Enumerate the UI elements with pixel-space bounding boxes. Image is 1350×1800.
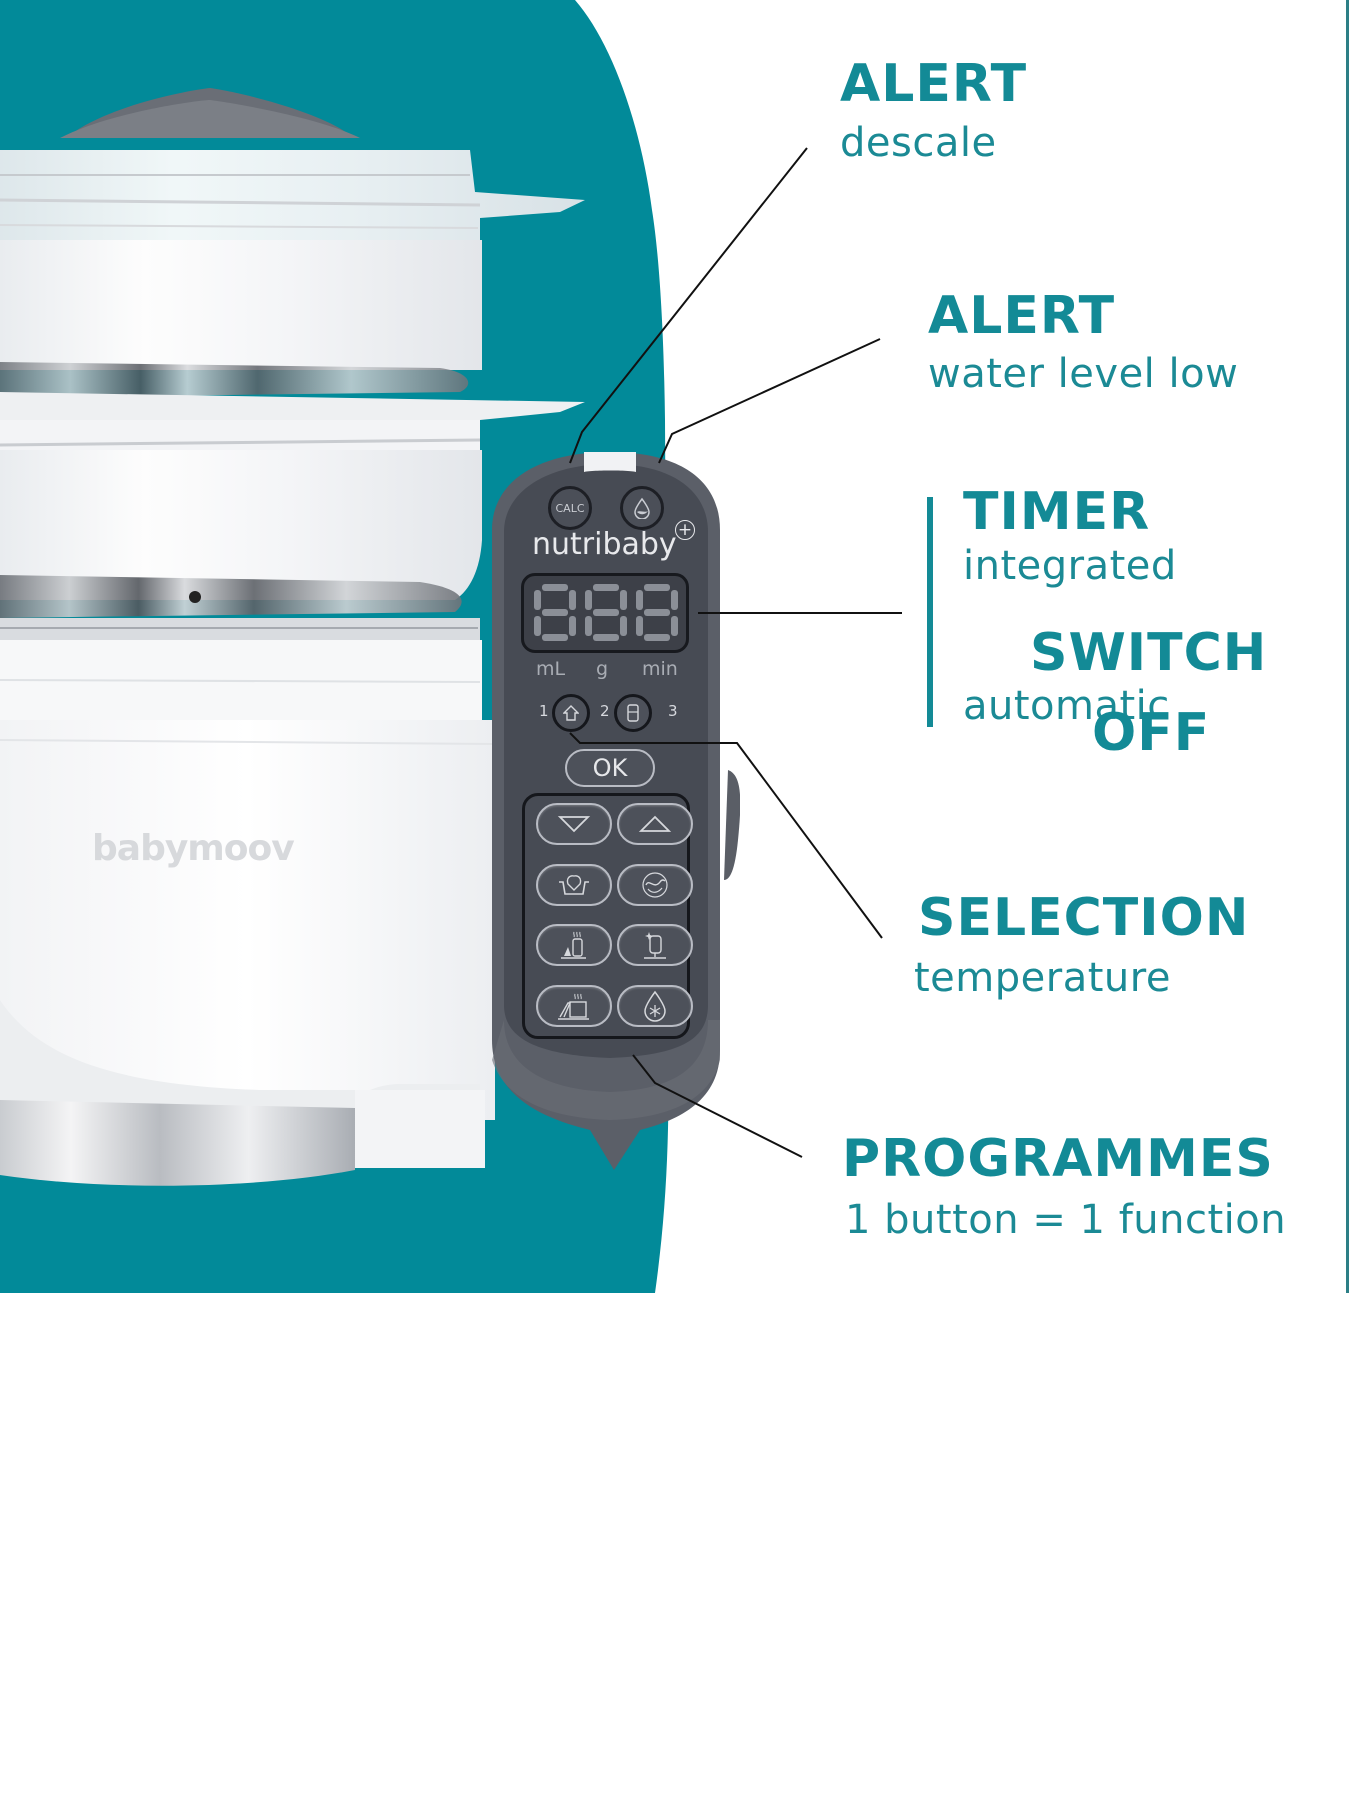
selection-subtitle: temperature <box>914 955 1171 1001</box>
up-button[interactable] <box>617 803 693 845</box>
speed-2: 2 <box>600 702 610 720</box>
timer-subtitle: integrated <box>963 543 1177 589</box>
water-level-button[interactable] <box>620 486 664 530</box>
switch-off-title-line2: OFF <box>1092 703 1211 763</box>
sterilize-bottle-icon <box>644 932 666 959</box>
timer-title: TIMER <box>963 482 1151 542</box>
down-button[interactable] <box>536 803 612 845</box>
blend-swirl-icon <box>642 872 668 898</box>
steamer-blender-illustration <box>0 88 585 1186</box>
triangle-down-icon <box>557 816 591 833</box>
calc-label: CALC <box>555 501 585 515</box>
steam-button[interactable] <box>536 864 612 906</box>
fridge-icon <box>627 704 639 722</box>
leader-lines <box>569 147 902 1158</box>
fridge-mode-button[interactable] <box>614 694 652 732</box>
alert-descale-title: ALERT <box>840 54 1028 114</box>
unit-g: g <box>596 658 609 680</box>
triangle-up-icon <box>638 815 672 832</box>
alert-descale-subtitle: descale <box>840 120 997 166</box>
switch-off-subtitle: automatic <box>963 683 1170 729</box>
ok-button[interactable]: OK <box>565 749 655 787</box>
selection-title: SELECTION <box>918 888 1250 948</box>
timer-accent-bar <box>927 497 933 727</box>
speed-3: 3 <box>668 702 678 720</box>
switch-off-title-line1: SWITCH <box>1030 623 1268 683</box>
leader-alert-descale <box>569 147 808 464</box>
home-mode-button[interactable] <box>552 694 590 732</box>
programmes-subtitle: 1 button = 1 function <box>845 1197 1287 1243</box>
bottle-warm-icon <box>561 931 586 959</box>
reheat-icon <box>558 993 589 1020</box>
alert-water-subtitle: water level low <box>928 351 1239 397</box>
unit-min: min <box>642 658 678 680</box>
blend-button[interactable] <box>617 864 693 906</box>
leader-selection <box>569 732 883 939</box>
speed-1: 1 <box>539 702 549 720</box>
water-drop-icon <box>634 497 650 519</box>
bottle-warm-button[interactable] <box>536 924 612 966</box>
unit-ml: mL <box>536 658 566 680</box>
nutribaby-logo: nutribaby + <box>532 520 695 560</box>
defrost-button[interactable] <box>617 985 693 1027</box>
house-icon <box>563 705 579 721</box>
plus-badge-icon: + <box>675 520 695 540</box>
sterilize-button[interactable] <box>617 924 693 966</box>
reheat-button[interactable] <box>536 985 612 1027</box>
steam-pot-icon <box>559 875 589 895</box>
programmes-title: PROGRAMMES <box>842 1129 1274 1189</box>
ok-label: OK <box>592 754 628 782</box>
calc-descale-button[interactable]: CALC <box>548 486 592 530</box>
leader-programmes <box>632 1054 803 1158</box>
right-border-line <box>1346 0 1349 1293</box>
seven-segment-digits <box>534 584 678 641</box>
babymoov-logo: babymoov <box>92 828 295 869</box>
defrost-drop-icon <box>644 990 666 1022</box>
alert-water-title: ALERT <box>928 286 1116 346</box>
leader-alert-water <box>658 338 881 464</box>
lcd-display: 888 <box>521 573 689 653</box>
